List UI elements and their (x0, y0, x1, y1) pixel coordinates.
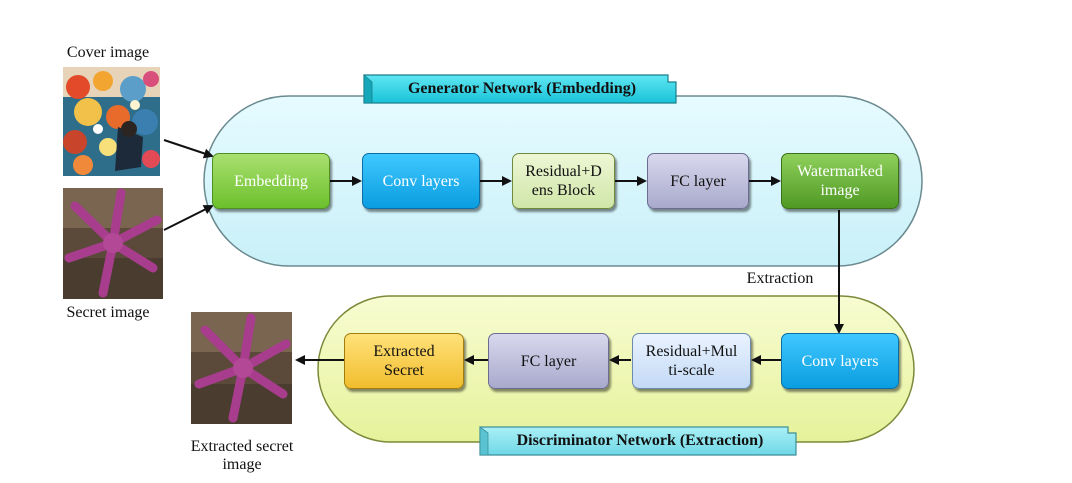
discriminator-conv-layers-label: Conv layers (801, 352, 879, 370)
watermarked-label-line1: Watermarked (797, 163, 883, 180)
watermarked-image-block: Watermarked image (781, 153, 899, 209)
discriminator-fc-layer-label: FC layer (520, 352, 577, 370)
cover-image-painting (63, 67, 160, 176)
secret-image-label: Secret image (66, 304, 150, 321)
extraction-label: Extraction (746, 270, 814, 287)
extracted-image-starfish (191, 312, 292, 424)
secret-to-embedding-arrow (163, 205, 214, 231)
cover-image (63, 67, 160, 176)
generator-title: Generator Network (Embedding) (407, 80, 637, 97)
generator-fc-layer-label: FC layer (670, 172, 726, 190)
embedding-block: Embedding (212, 153, 330, 209)
generator-conv-layers-block: Conv layers (362, 153, 480, 209)
secret-image (63, 188, 163, 299)
residual-dense-label-line2: ens Block (531, 182, 596, 199)
cover-image-label: Cover image (66, 44, 150, 61)
extracted-secret-image (191, 312, 292, 424)
extracted-secret-block: Extracted Secret (344, 333, 464, 389)
discriminator-conv-layers-block: Conv layers (781, 333, 899, 389)
extracted-secret-image-label: Extracted secret image (180, 438, 304, 474)
discriminator-fc-layer-block: FC layer (488, 333, 609, 389)
watermarked-label-line2: image (820, 182, 860, 199)
secret-image-starfish (63, 188, 163, 299)
discriminator-banner-fold (479, 426, 489, 456)
cover-to-embedding-arrow (163, 139, 214, 159)
discriminator-title: Discriminator Network (Extraction) (516, 432, 764, 449)
generator-banner-fold (363, 74, 373, 104)
residual-multiscale-label-line1: Residual+Mul (645, 343, 738, 360)
generator-conv-layers-label: Conv layers (382, 172, 460, 190)
residual-multiscale-block: Residual+Mul ti-scale (632, 333, 751, 389)
extracted-secret-image-label-line2: image (222, 456, 262, 473)
extracted-secret-image-label-line1: Extracted secret (190, 438, 294, 455)
residual-multiscale-label-line2: ti-scale (668, 362, 715, 379)
generator-fc-layer-block: FC layer (647, 153, 749, 209)
extracted-secret-label-line1: Extracted (373, 343, 435, 360)
extracted-secret-label-line2: Secret (384, 362, 424, 379)
residual-dense-block: Residual+D ens Block (512, 153, 615, 209)
residual-dense-label-line1: Residual+D (525, 163, 602, 180)
embedding-block-label: Embedding (234, 172, 308, 190)
